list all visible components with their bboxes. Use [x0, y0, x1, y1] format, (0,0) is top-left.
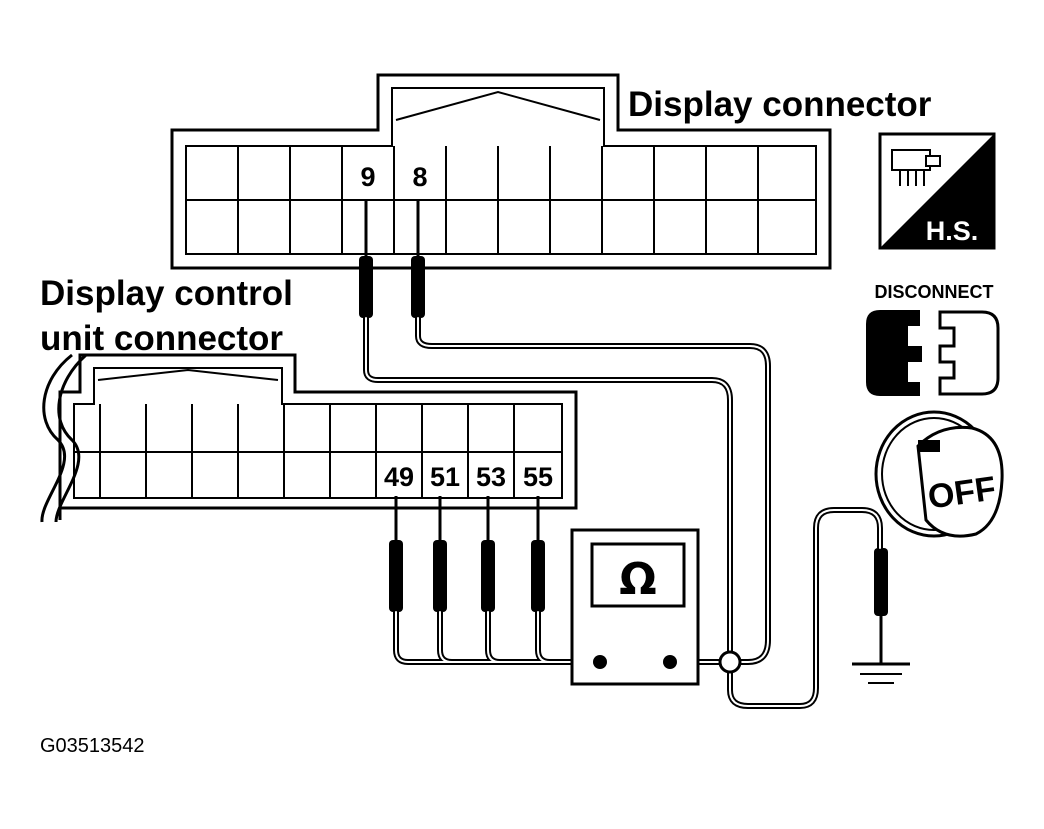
disconnect-label: DISCONNECT [874, 282, 993, 302]
probe-pin-55 [531, 496, 545, 612]
pin-label-55: 55 [523, 462, 553, 492]
disconnect-icon [866, 310, 1000, 396]
ignition-key-off-icon: OFF [874, 410, 1004, 538]
harness-side-badge: H.S. [878, 132, 996, 250]
wires [363, 315, 883, 709]
pin-label-51: 51 [430, 462, 460, 492]
display-connector-grid [186, 146, 816, 254]
probes [359, 200, 888, 664]
pin-label-53: 53 [476, 462, 506, 492]
probe-pin-51 [433, 496, 447, 612]
display-connector-label: Display connector [628, 85, 932, 124]
control-unit-connector-grid [74, 404, 562, 498]
pin-label-9: 9 [360, 162, 375, 192]
meter-terminal-right [663, 655, 677, 669]
ohmmeter-icon: Ω [619, 554, 656, 605]
ignition-off-label: OFF [926, 469, 999, 516]
pin-label-49: 49 [384, 462, 414, 492]
probe-pin-53 [481, 496, 495, 612]
display-control-label-line2: unit connector [40, 319, 283, 358]
harness-connector-icon [891, 149, 941, 186]
display-control-label-line1: Display control [40, 274, 293, 313]
wire-junction [718, 650, 742, 674]
probe-pin-49 [389, 496, 403, 612]
pin-label-8: 8 [412, 162, 427, 192]
probe-ground [874, 548, 888, 664]
ohmmeter: Ω [570, 528, 700, 686]
display-control-unit-connector: 49 51 53 55 [40, 353, 578, 523]
display-connector: 9 8 [170, 73, 832, 270]
figure-code: G03513542 [40, 735, 145, 757]
harness-side-label: H.S. [926, 216, 979, 246]
meter-terminal-left [593, 655, 607, 669]
ground-icon [852, 662, 910, 684]
probe-pin-9 [359, 200, 373, 318]
probe-pin-8 [411, 200, 425, 318]
